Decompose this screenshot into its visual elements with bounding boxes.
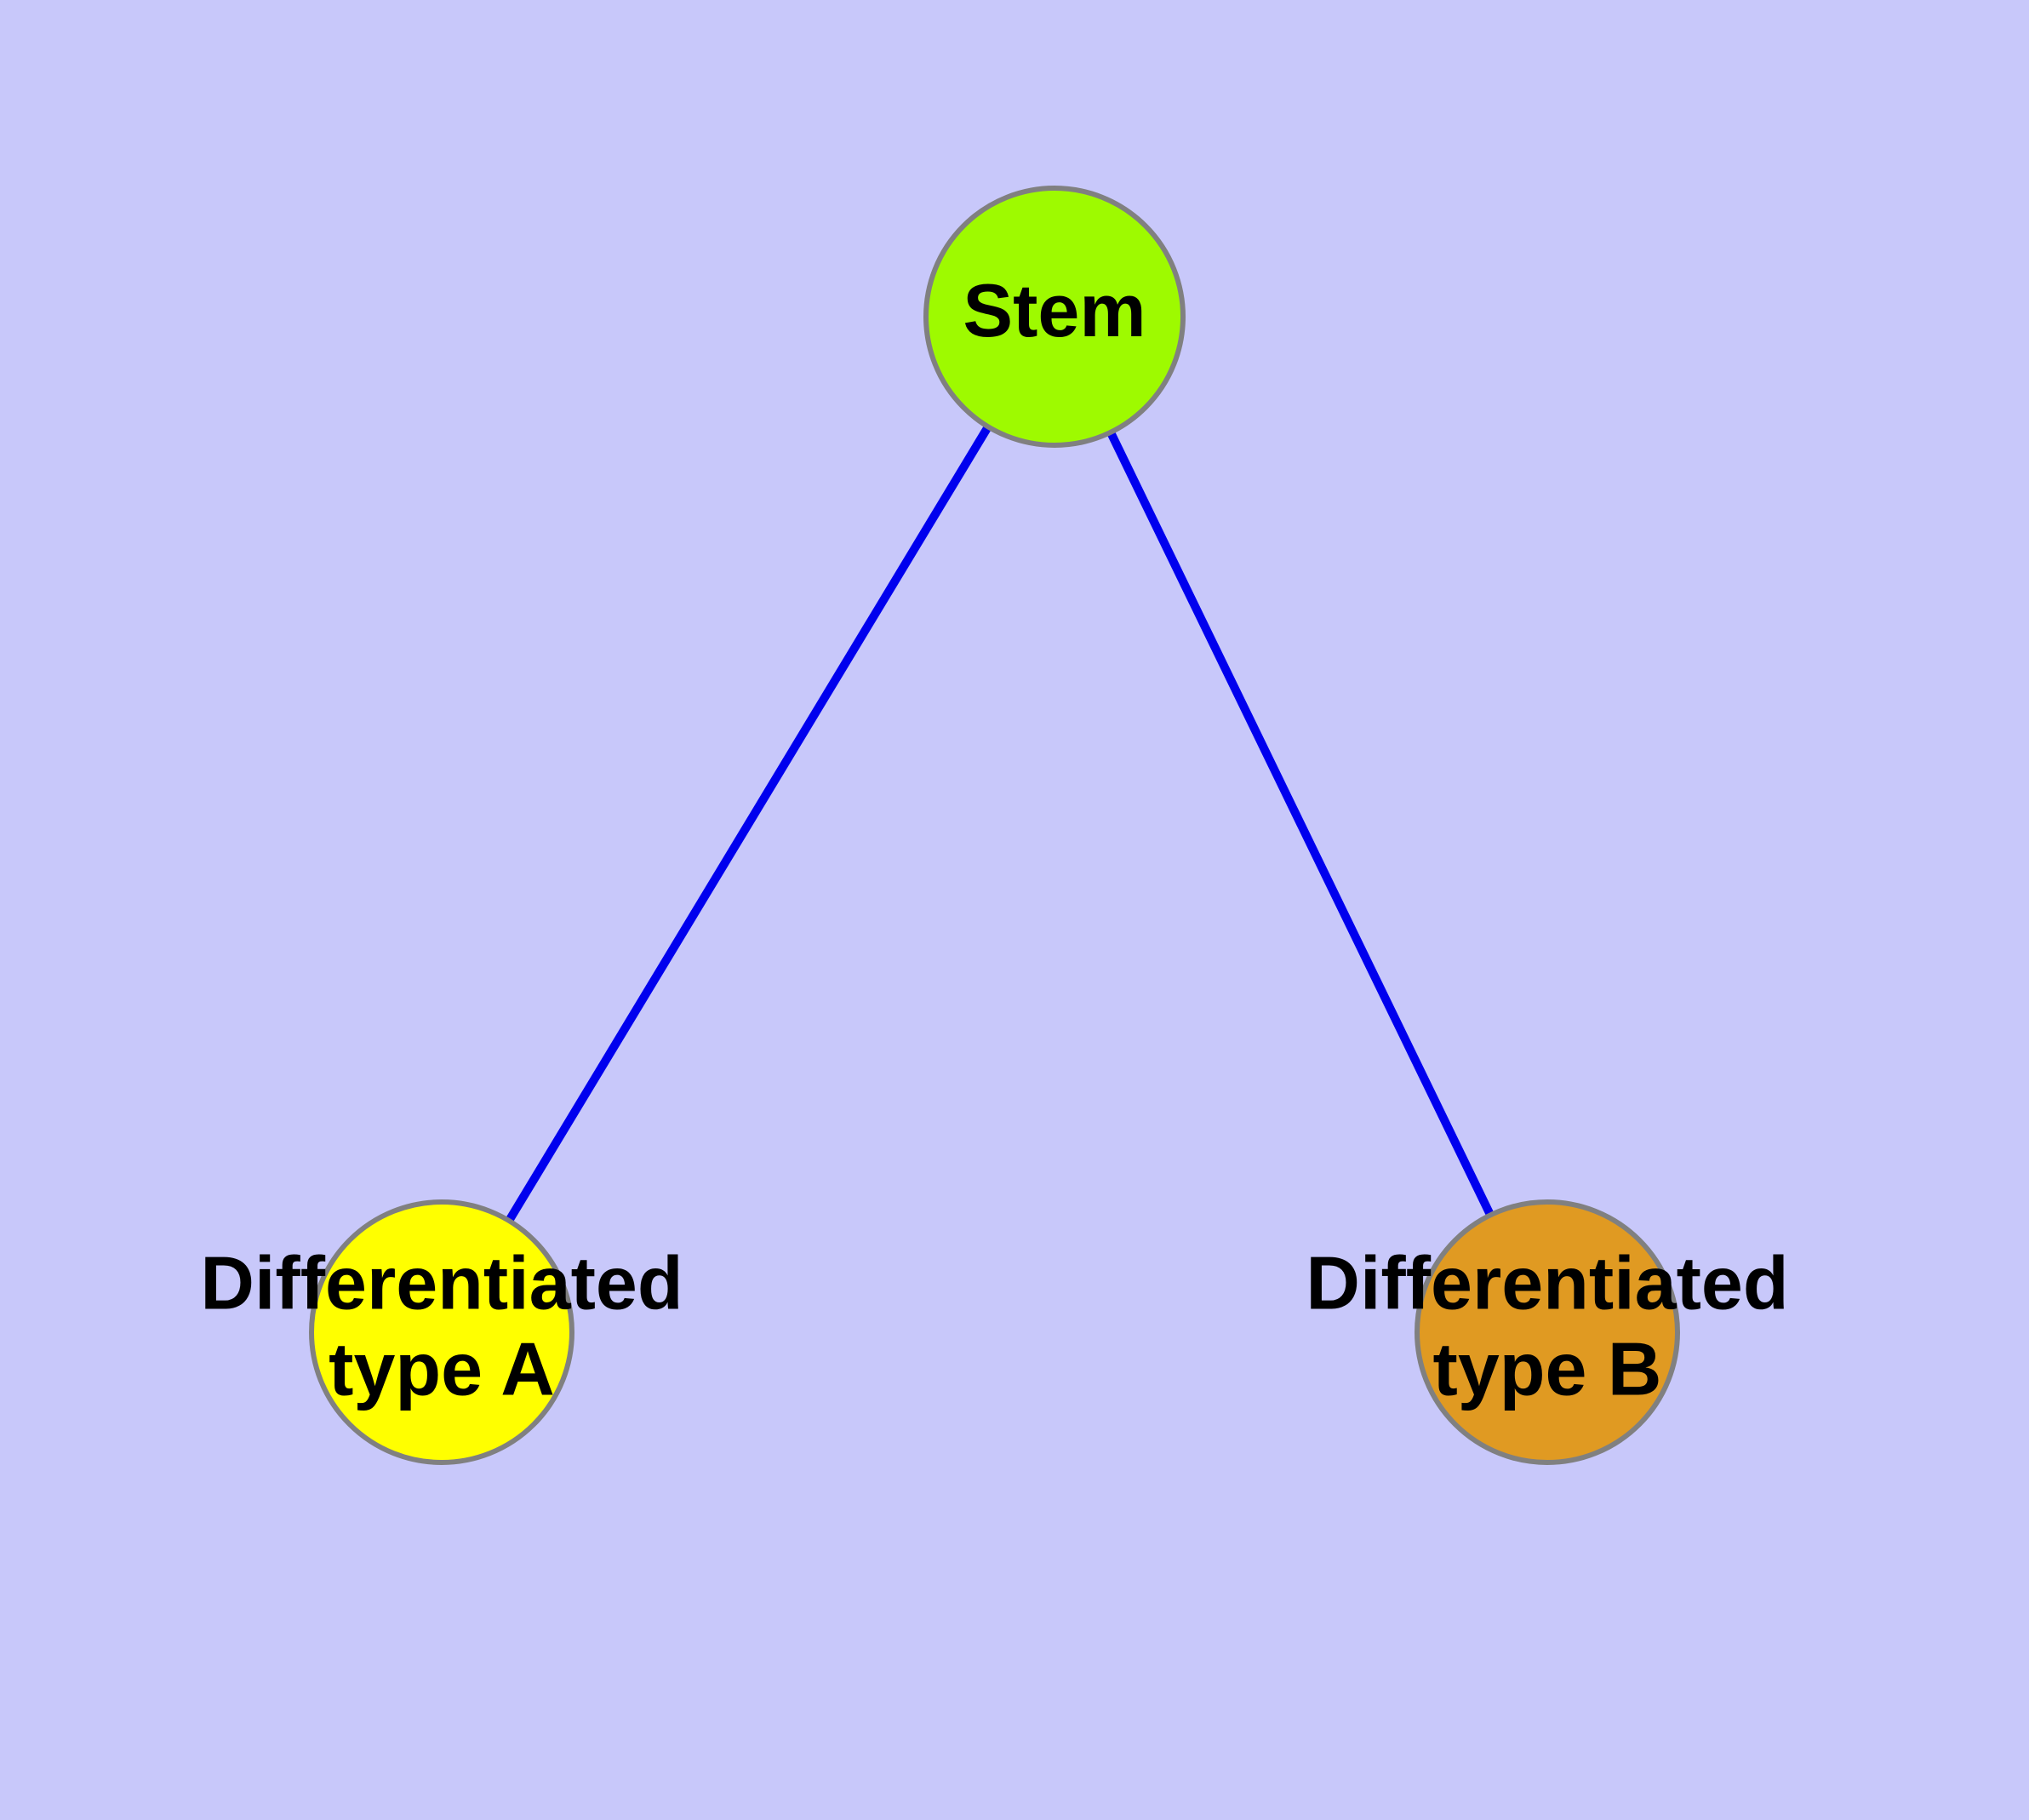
edges-layer [504, 422, 1495, 1225]
node-label-line: Differentiated [1306, 1241, 1788, 1325]
node-label-stem: Stem [963, 268, 1146, 352]
node-label-line: type A [329, 1327, 555, 1411]
edge-stem-diff-b[interactable] [1106, 428, 1495, 1219]
node-diff_b[interactable] [1415, 1199, 1680, 1465]
node-label-line: Stem [963, 268, 1146, 352]
node-label-line: type B [1433, 1327, 1662, 1411]
node-stem[interactable] [923, 186, 1186, 448]
edge-stem-diff-a[interactable] [504, 422, 993, 1225]
node-label-line: Differentiated [200, 1241, 683, 1325]
node-diff_a[interactable] [309, 1199, 574, 1465]
nodes-layer [309, 186, 1680, 1465]
